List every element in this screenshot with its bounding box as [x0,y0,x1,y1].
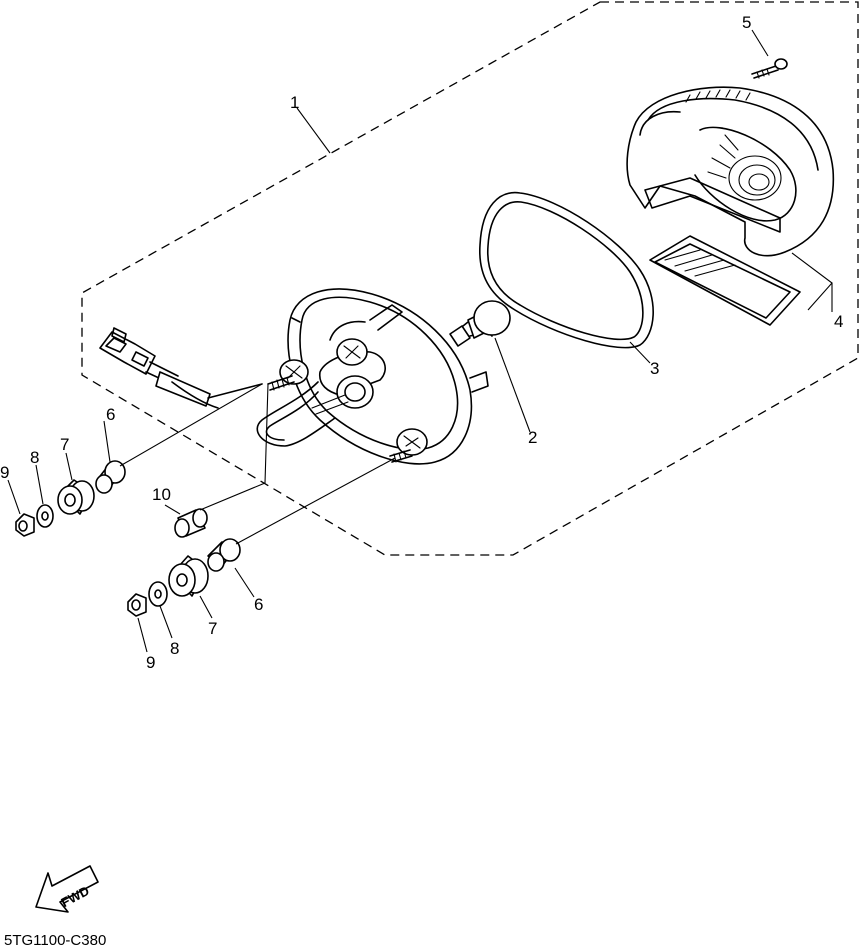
gasket-part-3 [479,191,654,364]
label-part-10: 10 [152,485,171,504]
label-part-1: 1 [290,93,299,112]
hardware-set-lower [127,457,396,653]
lens-part-4 [626,86,835,326]
label-part-9-lower: 9 [146,653,155,672]
leader-7-upper [65,452,73,481]
spacer-part-10 [164,383,269,538]
label-part-8-upper: 8 [30,448,39,467]
label-part-5: 5 [742,13,751,32]
tail-light-housing [256,288,489,465]
label-part-7-lower: 7 [208,619,217,638]
leader-8-upper [35,464,44,505]
label-part-6-upper: 6 [106,405,115,424]
label-part-4: 4 [834,312,843,331]
label-part-9-upper: 9 [0,463,9,482]
fwd-arrow-icon: FWD [35,865,99,913]
drawing-code: 5TG1100-C380 [4,932,106,947]
label-part-6-lower: 6 [254,595,263,614]
bulb-part-2 [449,300,531,433]
label-part-3: 3 [650,359,659,378]
wire-connector [99,327,263,409]
leader-9-upper [7,479,21,515]
hardware-set-upper [15,383,263,537]
leader-part-5 [751,29,769,57]
assembly-boundary-dashed [81,1,859,556]
label-part-2: 2 [528,428,537,447]
screw-part-5 [751,58,788,79]
label-part-8-lower: 8 [170,639,179,658]
label-part-7-upper: 7 [60,435,69,454]
leader-part-1 [296,107,331,154]
